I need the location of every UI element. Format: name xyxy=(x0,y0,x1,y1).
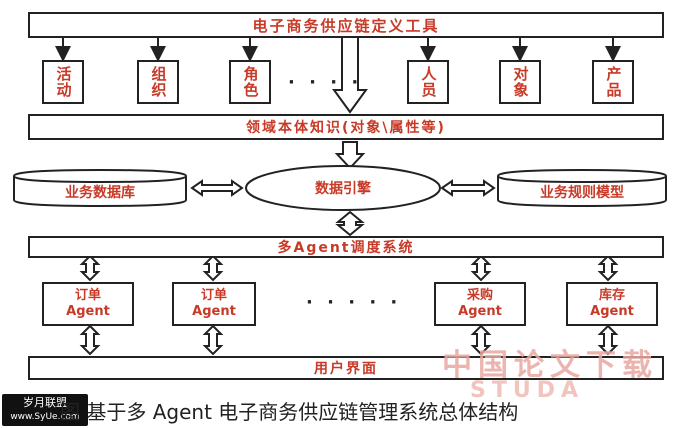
arrow-sched-agent-3 xyxy=(470,254,492,282)
agent-ellipsis: · · · · · xyxy=(306,292,402,313)
agent-box-order-2: 订单 Agent xyxy=(172,282,256,326)
scheduler-bar: 多Agent调度系统 xyxy=(28,236,664,258)
arrow-sched-agent-1 xyxy=(79,254,101,282)
watermark-url: STUDA xyxy=(470,378,585,403)
arrow-agent-ui-4 xyxy=(597,324,619,356)
item-role: 角色 xyxy=(229,60,271,104)
engine-label: 数据引擎 xyxy=(315,181,371,197)
arrow-engine-scheduler xyxy=(335,210,365,237)
arrow-agent-ui-1 xyxy=(79,324,101,356)
item-object: 对象 xyxy=(499,60,541,104)
site-logo: 岁月联盟 www.SyUe.com xyxy=(2,394,88,426)
right-db-label: 业务规则模型 xyxy=(540,185,624,201)
item-activity: 活动 xyxy=(42,60,84,104)
right-db-cylinder xyxy=(497,168,667,208)
figure-caption: 图 基于多 Agent 电子商务供应链管理系统总体结构 xyxy=(60,400,519,424)
arrow-left-db-engine xyxy=(190,179,244,197)
user-interface-bar: 用户界面 xyxy=(28,356,664,380)
arrow-sched-agent-2 xyxy=(202,254,224,282)
item-product: 产品 xyxy=(592,60,634,104)
arrow-sched-agent-4 xyxy=(597,254,619,282)
agent-box-inventory: 库存 Agent xyxy=(566,282,658,326)
big-arrow-to-domain xyxy=(332,35,368,114)
domain-ontology-bar: 领域本体知识(对象\属性等) xyxy=(28,114,664,140)
arrow-agent-ui-2 xyxy=(202,324,224,356)
agent-box-purchase: 采购 Agent xyxy=(434,282,526,326)
top-ellipsis: · · · · xyxy=(288,72,363,93)
agent-box-order-1: 订单 Agent xyxy=(42,282,134,326)
engine-ellipse xyxy=(245,165,441,211)
arrow-domain-to-engine xyxy=(334,141,366,170)
item-personnel: 人员 xyxy=(407,60,449,104)
left-db-label: 业务数据库 xyxy=(65,185,135,201)
top-bar-definition-tool: 电子商务供应链定义工具 xyxy=(28,12,664,38)
arrow-agent-ui-3 xyxy=(470,324,492,356)
watermark-text: 中国论文下载 xyxy=(442,348,658,383)
arrow-engine-right-db xyxy=(440,179,496,197)
left-db-cylinder xyxy=(13,168,187,208)
item-organization: 组织 xyxy=(137,60,179,104)
